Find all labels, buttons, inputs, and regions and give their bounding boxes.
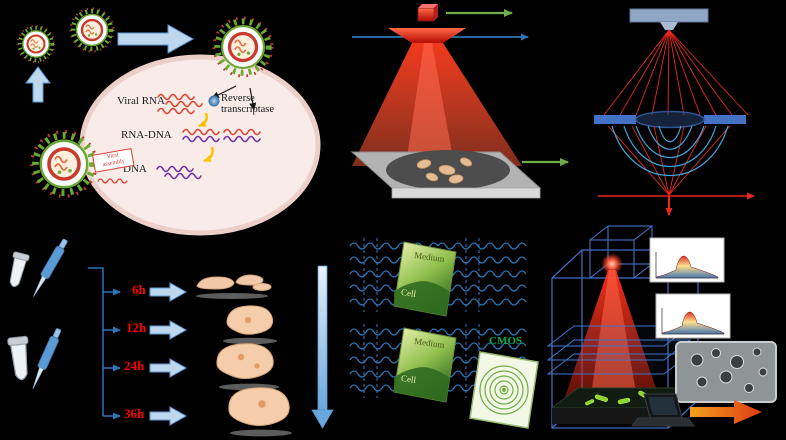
entry-arrow: [249, 87, 257, 111]
diffraction-pattern: [479, 365, 529, 415]
rna-dna-label: RNA-DNA: [121, 129, 172, 141]
growth-time-arrow: [311, 265, 334, 429]
tube-icon: [6, 335, 33, 382]
stage-arrow-block: [149, 320, 188, 340]
timepoint-label-24h: 24h: [124, 358, 145, 373]
slide2-cell-label: Cell: [400, 373, 417, 386]
virus-particle: [71, 9, 114, 52]
step-arrow-yellow: [203, 146, 214, 163]
beam-core: [406, 43, 454, 164]
cmos-label: CMOS: [489, 335, 522, 347]
arrow-up-block: [25, 66, 51, 103]
hologram-planes: [546, 325, 692, 375]
stage-arrow-block: [149, 358, 188, 378]
projection-imaging-panel: [350, 4, 569, 199]
cmos-sensor-plane: [469, 351, 539, 429]
viral-rna-label: Viral RNA: [117, 95, 165, 107]
sensor-bar: [629, 8, 709, 23]
objective-lens-assembly: [594, 110, 746, 129]
point-source-glow: [601, 253, 623, 275]
wavefront-dashed-lines: [363, 238, 480, 398]
timepoint-label-36h: 36h: [124, 406, 145, 421]
host-cell: [79, 54, 321, 236]
dna-label: DNA: [123, 163, 147, 175]
tube-icon: [5, 251, 31, 289]
sensor-mount: [660, 22, 678, 30]
step-arrow-yellow: [198, 112, 208, 128]
cell-blob-stage-2: [223, 305, 277, 345]
result-arrow: [690, 400, 762, 424]
converging-rays: [607, 125, 731, 196]
cell-blob-stage-4: [228, 387, 292, 437]
pipette-icon: [28, 237, 70, 299]
hologram-surface-plot-2: [655, 293, 731, 339]
virus-particle: [15, 23, 57, 65]
timepoint-label-12h: 12h: [126, 320, 147, 335]
stage-arrow-block: [149, 282, 188, 302]
reverse-transcriptase-dot: [208, 95, 220, 107]
condenser-lens: [388, 28, 466, 43]
wavefront-arcs: [611, 125, 729, 176]
arrow-right-block: [117, 24, 195, 54]
holo-beam-core: [588, 270, 640, 416]
wave-slide-panel: [349, 238, 539, 429]
laptop-icon: [631, 393, 695, 427]
ray-fan: [603, 29, 749, 116]
timepoint-label-6h: 6h: [132, 282, 146, 297]
sample-slide-top: [393, 241, 457, 317]
led-source-icon: [417, 4, 438, 22]
stage-arrow-block: [149, 406, 188, 426]
pipette-icon: [27, 326, 64, 391]
reconstructed-cell-image-panel: [675, 341, 777, 403]
cell-blob-stage-1: [196, 274, 272, 299]
lensless-holography-panel: [546, 225, 777, 429]
cell-blob-stage-3: [216, 343, 279, 391]
virus-lifecycle-panel: [15, 9, 321, 236]
slide1-cell-label: Cell: [400, 287, 417, 300]
hologram-surface-plot-1: [649, 237, 725, 283]
lens-psf-panel: [594, 8, 755, 216]
timeline-bracket: [88, 267, 104, 416]
culture-timeline-panel: [5, 237, 334, 437]
sample-chip: [350, 150, 542, 199]
reverse-transcriptase-label: Reverse transcriptase: [221, 93, 275, 116]
sample-slide-bottom: [393, 327, 457, 403]
